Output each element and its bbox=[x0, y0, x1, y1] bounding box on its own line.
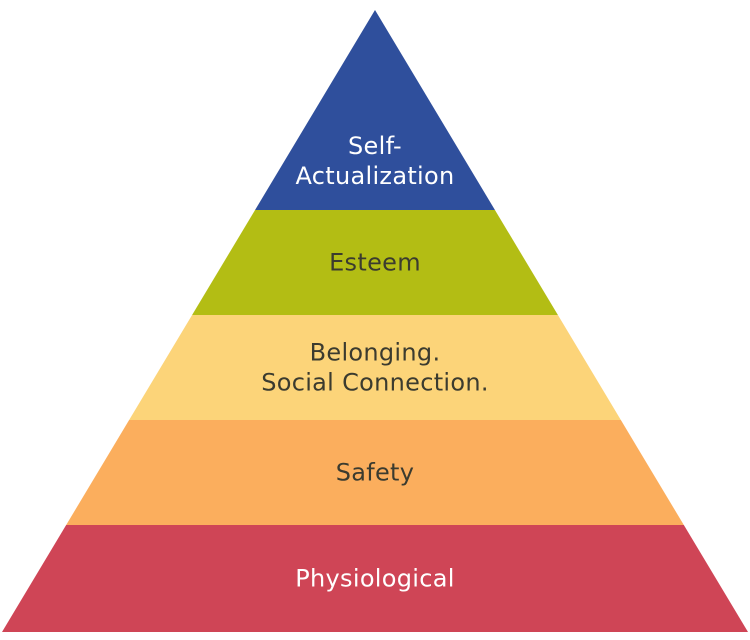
tier-self-actualization bbox=[255, 10, 495, 210]
tier-safety bbox=[66, 420, 684, 525]
tier-label-safety: Safety bbox=[336, 459, 415, 487]
tier-physiological bbox=[2, 525, 748, 632]
tier-esteem bbox=[192, 210, 558, 315]
tier-label-esteem: Esteem bbox=[329, 249, 421, 277]
tier-label-self-actualization-line-2: Actualization bbox=[295, 162, 454, 190]
tier-label-physiological: Physiological bbox=[295, 565, 454, 593]
tier-label-belonging-line-1: Belonging. bbox=[310, 339, 441, 367]
tier-label-belonging-line-2: Social Connection. bbox=[261, 369, 489, 397]
tier-label-self-actualization-line-1: Self- bbox=[348, 132, 402, 160]
tier-belonging bbox=[129, 315, 621, 420]
